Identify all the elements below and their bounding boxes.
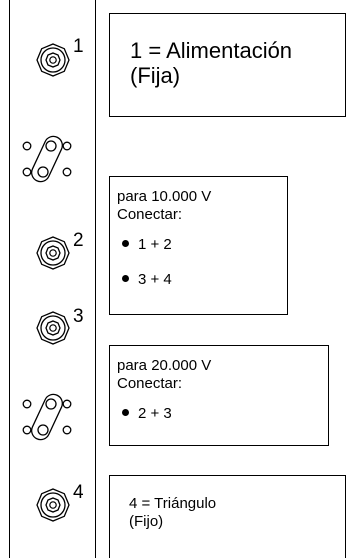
voltage-20000-connect-label: Conectar:	[117, 375, 183, 392]
bullet-item-3-4: 3 + 4	[117, 271, 287, 289]
voltage-20000-title: para 20.000 V	[117, 357, 212, 374]
bullet-text: 2 + 3	[138, 405, 172, 422]
terminal-number-2: 2	[73, 230, 84, 251]
link-bar-2-icon	[22, 390, 72, 444]
bullet-text: 1 + 2	[138, 236, 172, 253]
voltage-10000-connect-label: Conectar:	[117, 206, 183, 223]
bullet-item-1-2: 1 + 2	[117, 236, 287, 254]
voltage-20000-box: para 20.000 V Conectar: 2 + 3	[109, 345, 329, 446]
supply-line-1: 1 = Alimentación	[130, 38, 293, 63]
terminal-number-4: 4	[73, 482, 84, 503]
terminal-panel	[9, 0, 96, 558]
terminal-number-1: 1	[73, 36, 84, 57]
bullet-text: 3 + 4	[138, 271, 172, 288]
terminal-number-3: 3	[73, 306, 84, 327]
triangle-line-2: (Fijo)	[129, 513, 164, 530]
supply-line-2: (Fija)	[130, 63, 181, 88]
bushing-2-icon	[36, 236, 70, 270]
bushing-3-icon	[36, 311, 70, 345]
bullet-item-2-3: 2 + 3	[117, 405, 328, 423]
bushing-4-icon	[36, 488, 70, 522]
bushing-1-icon	[36, 43, 70, 77]
voltage-10000-title: para 10.000 V	[117, 188, 212, 205]
voltage-10000-box: para 10.000 V Conectar: 1 + 2 3 + 4	[109, 176, 288, 315]
link-bar-1-icon	[22, 132, 72, 186]
triangle-box: 4 = Triángulo (Fijo)	[109, 475, 346, 558]
triangle-line-1: 4 = Triángulo	[129, 495, 217, 512]
supply-box: 1 = Alimentación (Fija)	[109, 13, 346, 117]
